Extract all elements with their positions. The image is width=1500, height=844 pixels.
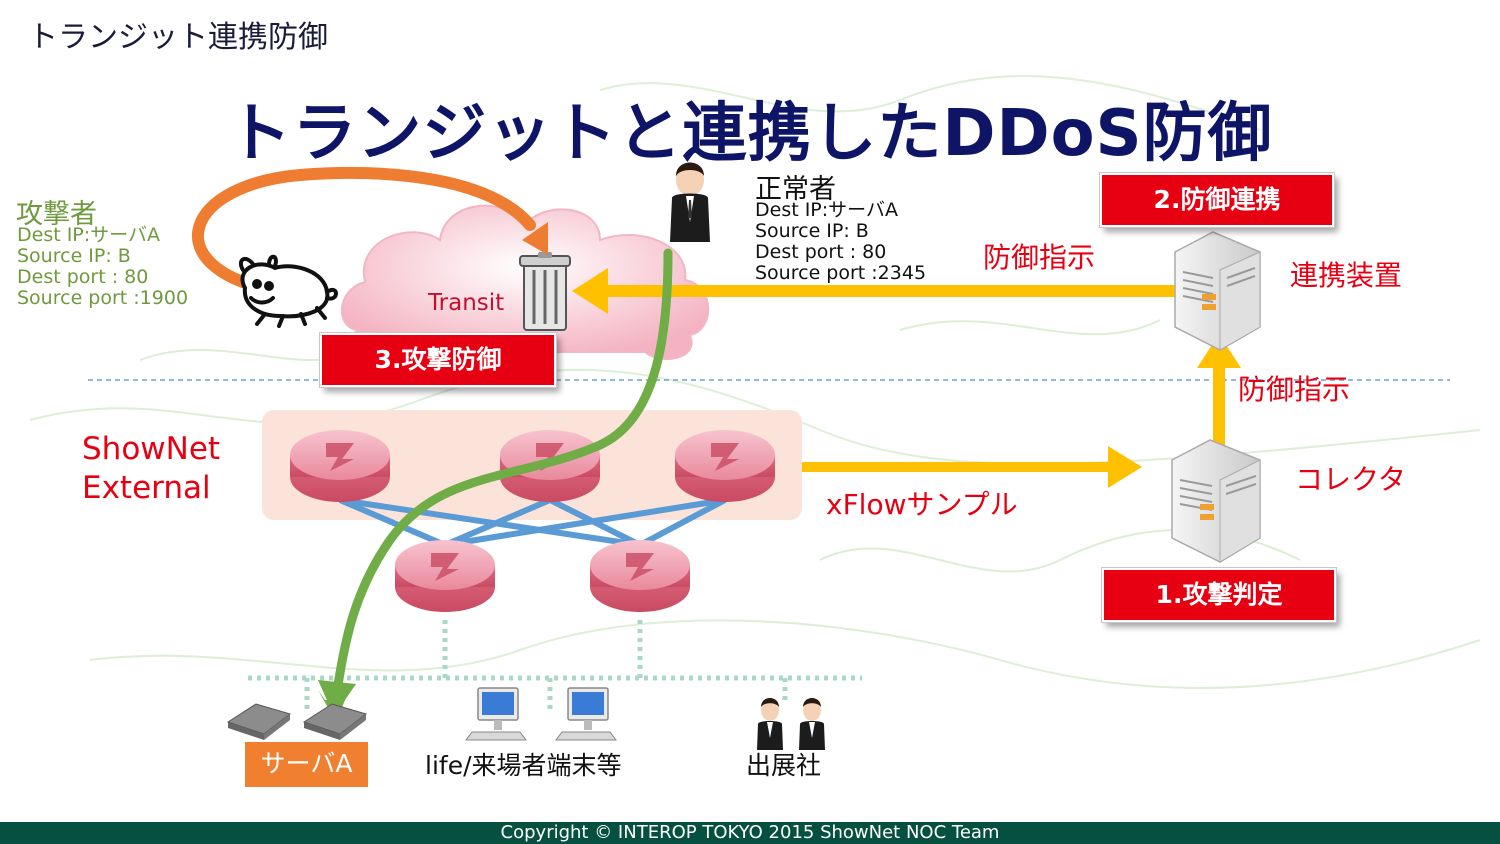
normal-dest-port: Dest port : 80	[755, 241, 887, 263]
router-icon	[590, 540, 690, 612]
normal-source-ip: Source IP: B	[755, 220, 869, 242]
server-chip-icon	[226, 703, 292, 740]
transit-label: Transit	[428, 290, 505, 316]
slide-title: トランジットと連携したDDoS防御	[227, 97, 1273, 171]
step2-defense-coordination-badge: 2.防御連携	[1099, 172, 1335, 228]
attacker-source-port: Source port :1900	[17, 287, 189, 309]
step3-attack-defense-badge: 3.攻撃防御	[319, 332, 557, 388]
header-title: トランジット連携防御	[28, 20, 328, 55]
attacker-source-ip: Source IP: B	[17, 245, 131, 267]
normal-user-person-icon	[670, 162, 710, 242]
defense-instruction-label-2: 防御指示	[1238, 373, 1351, 406]
normal-dest-ip: Dest IP:サーバA	[755, 199, 898, 221]
defense-instruction-arrow	[572, 268, 1178, 314]
collector-server-icon	[1171, 439, 1261, 563]
normal-source-port: Source port :2345	[755, 262, 927, 284]
exhibitors-label: 出展社	[746, 751, 822, 780]
lan-dotted-lines	[248, 620, 862, 712]
router-links	[338, 497, 727, 548]
shownet-label-line2: External	[82, 470, 211, 506]
server-a-label: サーバA	[245, 742, 368, 787]
trash-can-icon	[519, 252, 571, 331]
shownet-label-line1: ShowNet	[82, 431, 221, 467]
exhibitor-person-icon	[757, 698, 783, 750]
attacker-dest-ip: Dest IP:サーバA	[17, 224, 160, 246]
attacker-label: 攻撃者	[16, 199, 97, 230]
coordinator-label: 連携装置	[1290, 259, 1403, 292]
computer-terminal-icon	[555, 687, 617, 741]
coordinator-server-icon	[1174, 231, 1261, 351]
router-icon	[395, 540, 495, 612]
normal-user-label: 正常者	[755, 174, 836, 205]
terminals-label: life/来場者端末等	[425, 751, 622, 780]
defense-instruction-label: 防御指示	[983, 241, 1096, 274]
step1-attack-detection-badge: 1.攻撃判定	[1101, 567, 1337, 623]
computer-terminal-icon	[465, 687, 527, 741]
attacker-packet-info: Dest IP:サーバA Source IP: B Dest port : 80…	[17, 225, 188, 309]
collector-to-coordinator-arrow	[1197, 334, 1241, 448]
normal-user-packet-info: Dest IP:サーバA Source IP: B Dest port : 80…	[755, 200, 926, 284]
router-icon	[290, 430, 390, 502]
attacker-bull-icon	[238, 254, 338, 328]
xflow-sample-label: xFlowサンプル	[826, 488, 1018, 521]
exhibitor-person-icon	[799, 698, 825, 750]
router-icon	[675, 430, 775, 502]
footer-copyright: Copyright © INTEROP TOKYO 2015 ShowNet N…	[0, 822, 1500, 844]
xflow-sample-arrow	[802, 446, 1142, 488]
server-chip-icon	[302, 703, 368, 740]
collector-label: コレクタ	[1295, 463, 1406, 496]
shownet-external-label: ShowNet External	[82, 430, 220, 508]
attack-traffic-arrow	[192, 166, 548, 294]
attacker-dest-port: Dest port : 80	[17, 266, 149, 288]
